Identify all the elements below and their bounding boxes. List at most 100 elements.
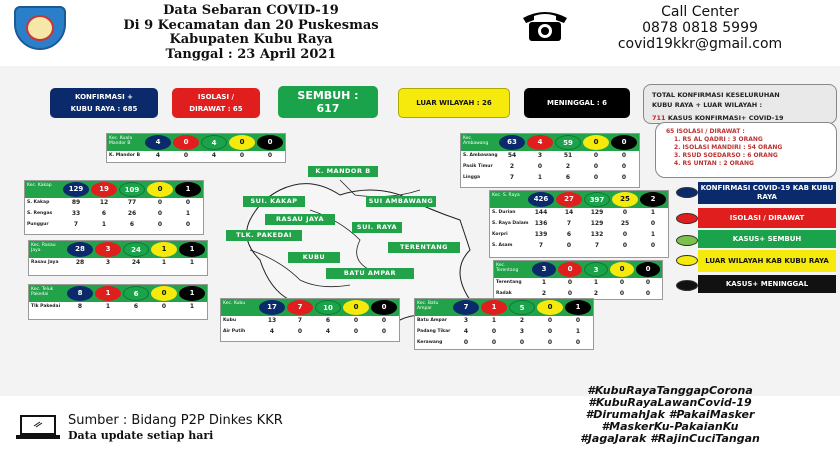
cell-value: 4 xyxy=(463,328,469,335)
meninggal-box: MENINGGAL : 6 xyxy=(524,88,630,118)
total-circle: 0 xyxy=(537,300,563,315)
puskesmas-name: Punggur xyxy=(27,222,49,227)
total-circle: 59 xyxy=(555,135,581,150)
isolasi-detail-box: 65 ISOLASI / DIRAWAT : 1. RS AL QADRI : … xyxy=(655,122,837,178)
cell-value: 3 xyxy=(463,317,469,324)
cell-value: 8 xyxy=(77,303,83,310)
cell-value: 0 xyxy=(519,339,525,346)
cell-value: 0 xyxy=(621,174,627,181)
cell-value: 0 xyxy=(267,152,273,159)
cell-value: 0 xyxy=(622,209,628,216)
map-label: KUBU xyxy=(288,252,340,263)
total-circle: 0 xyxy=(343,300,369,315)
puskesmas-name: Korpri xyxy=(492,232,508,237)
cell-value: 33 xyxy=(71,210,81,217)
cell-value: 0 xyxy=(593,174,599,181)
cell-value: 14 xyxy=(564,209,574,216)
kecamatan-name: Kec. Batu Ampar xyxy=(417,301,439,311)
luar-wilayah-box: LUAR WILAYAH : 26 xyxy=(398,88,510,118)
puskesmas-name: S. Rengas xyxy=(27,211,53,216)
cell-value: 136 xyxy=(534,220,548,227)
cell-value: 2 xyxy=(541,290,547,297)
legend-dot xyxy=(676,213,698,224)
cell-value: 1 xyxy=(541,279,547,286)
cell-value: 26 xyxy=(127,210,137,217)
cell-value: 0 xyxy=(547,317,553,324)
call-center-phone: 0878 0818 5999 xyxy=(642,20,758,36)
cell-value: 0 xyxy=(575,317,581,324)
total-circle: 17 xyxy=(259,300,285,315)
total-circle: 4 xyxy=(527,135,553,150)
sembuh-value: 617 xyxy=(316,102,340,115)
puskesmas-name: Batu Ampar xyxy=(417,318,448,323)
cell-value: 1 xyxy=(185,210,191,217)
title-line: Data Sebaran COVID-19 xyxy=(163,3,339,18)
cell-value: 2 xyxy=(593,290,599,297)
cell-value: 54 xyxy=(507,152,517,159)
total-circle: 7 xyxy=(287,300,313,315)
cell-value: 1 xyxy=(101,221,107,228)
cell-value: 0 xyxy=(622,231,628,238)
puskesmas-name: Padang Tikar xyxy=(417,329,451,334)
total-circle: 19 xyxy=(91,182,117,197)
legend-dot xyxy=(676,255,698,266)
cell-value: 3 xyxy=(537,152,543,159)
total-circle: 25 xyxy=(612,192,638,207)
puskesmas-name: Air Putih xyxy=(223,329,246,334)
update-text: Data update setiap hari xyxy=(68,429,214,442)
cell-value: 77 xyxy=(127,199,137,206)
total-circle: 4 xyxy=(201,135,227,150)
total-circle: 0 xyxy=(610,262,634,277)
total-circle: 3 xyxy=(584,262,608,277)
legend-dot xyxy=(676,235,698,246)
total-circle: 0 xyxy=(558,262,582,277)
luar-wilayah-label: LUAR WILAYAH : 26 xyxy=(416,99,492,107)
legend-label: KASUS+ MENINGGAL xyxy=(698,275,836,293)
cell-value: 0 xyxy=(645,279,651,286)
cell-value: 1 xyxy=(575,328,581,335)
cell-value: 4 xyxy=(155,152,161,159)
cell-value: 0 xyxy=(621,163,627,170)
meninggal-label: MENINGGAL : 6 xyxy=(547,99,607,107)
total-circle: 28 xyxy=(67,242,93,257)
cell-value: 3 xyxy=(105,259,111,266)
total-circle: 1 xyxy=(175,182,201,197)
kecamatan-name: Kec. Terentang xyxy=(496,263,519,273)
cell-value: 7 xyxy=(509,174,515,181)
map-label: RASAU JAYA xyxy=(265,214,335,225)
legend-label: KASUS+ SEMBUH xyxy=(698,230,836,248)
cell-value: 51 xyxy=(563,152,573,159)
puskesmas-name: Kerawang xyxy=(417,340,443,345)
konfirmasi-label: KONFIRMASI + xyxy=(74,93,134,101)
total-circle: 24 xyxy=(123,242,149,257)
cell-value: 0 xyxy=(157,210,163,217)
total-circle: 1 xyxy=(95,286,121,301)
legend-dot xyxy=(676,280,698,291)
kecamatan-name: Kec. Rasau Jaya xyxy=(31,243,56,253)
isolasi-value: DIRAWAT : 65 xyxy=(189,105,243,113)
puskesmas-name: Tlk Pakedai xyxy=(31,304,61,309)
cell-value: 129 xyxy=(590,220,604,227)
cell-value: 0 xyxy=(650,220,656,227)
cell-value: 4 xyxy=(269,328,275,335)
hashtag: #KubuRayaLawanCovid-19 xyxy=(588,396,752,409)
cell-value: 129 xyxy=(590,209,604,216)
total-circle: 397 xyxy=(584,192,610,207)
isolasi-detail-item: 2. ISOLASI MANDIRI : 54 ORANG xyxy=(674,144,783,151)
map-label: SUI. KAKAP xyxy=(243,196,305,207)
